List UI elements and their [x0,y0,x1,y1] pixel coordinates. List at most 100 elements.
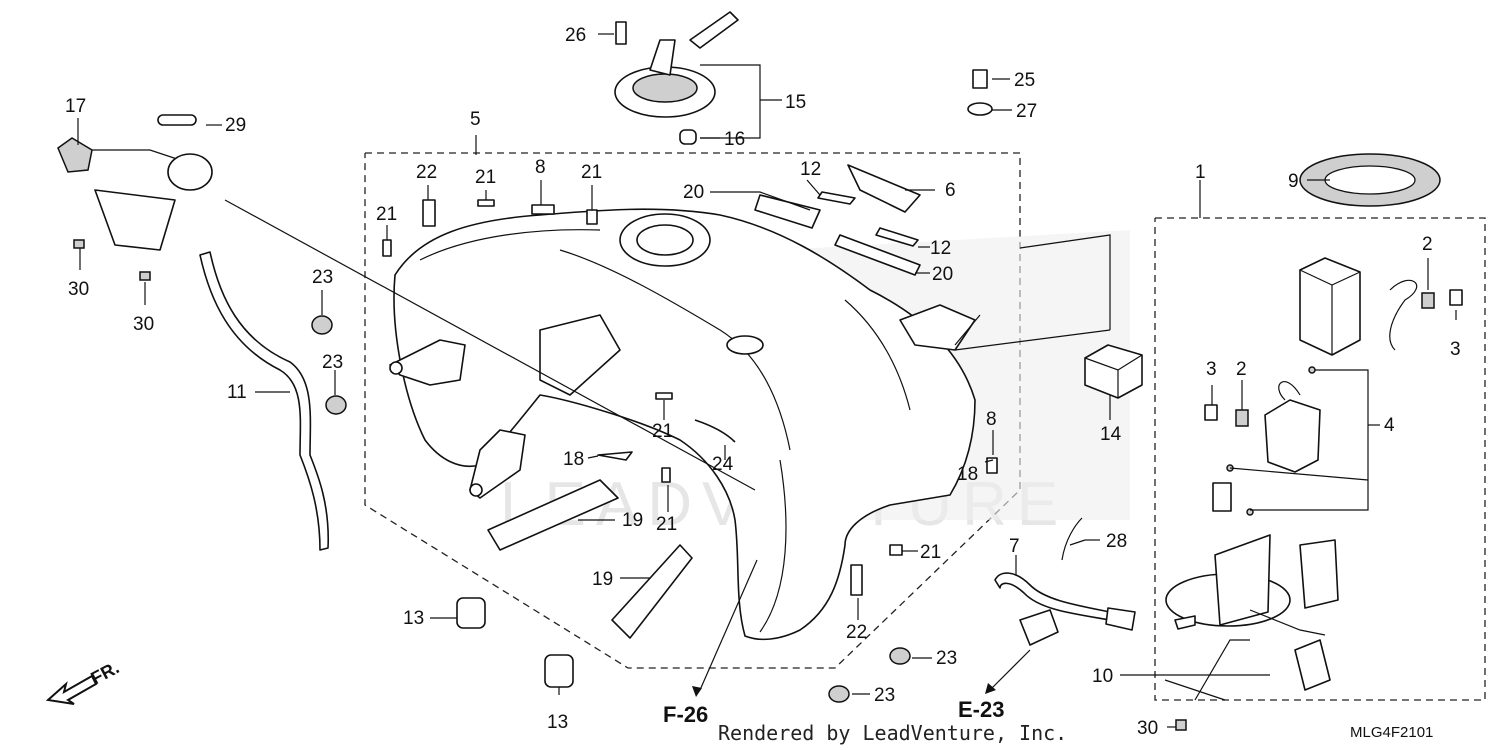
pump-cover [1299,539,1339,609]
callout-1: 1 [1195,162,1206,183]
bolt-3a [1449,289,1463,306]
front-direction-arrow: FR. [45,657,122,705]
callout-3: 3 [1450,339,1461,360]
callout-numbers: 1 2 2 3 3 4 5 6 7 8 8 9 10 11 12 12 13 1… [65,25,1461,739]
callout-7: 7 [1009,536,1020,557]
pump-assembly-box [1154,217,1486,701]
callout-23: 23 [936,648,957,669]
grommet-b [325,395,347,415]
reference-f26: F-26 [663,702,708,727]
cushion-strip-8b [986,457,998,474]
callout-22: 22 [846,622,867,643]
nut-left-b [139,271,151,281]
tank-mount-rubber-a [456,597,486,629]
o-ring [157,114,197,126]
callout-21: 21 [656,514,677,535]
callout-13: 13 [547,712,568,733]
callout-19: 19 [622,510,643,531]
grommet-c [889,647,911,665]
callout-21: 21 [581,162,602,183]
tank-pad-a [487,479,619,551]
diagram-code: MLG4F2101 [1350,724,1433,741]
callout-5: 5 [470,109,481,130]
callout-30: 30 [1137,718,1158,739]
callout-2: 2 [1236,359,1247,380]
callout-20: 20 [932,264,953,285]
cushion-strip-22b [850,564,863,596]
callout-23: 23 [874,685,895,706]
callout-20: 20 [683,182,704,203]
callout-8: 8 [535,157,546,178]
pump-wire-a [1389,279,1418,351]
arrow-f26 [692,686,702,697]
guard-12a [817,191,856,205]
callout-25: 25 [1014,70,1035,91]
guard-20b [834,234,921,276]
cushion-strip-21c [382,239,392,257]
callout-23: 23 [312,267,333,288]
clip-28 [1061,517,1086,561]
callout-17: 17 [65,96,86,117]
callout-21: 21 [475,167,496,188]
callout-2: 2 [1422,234,1433,255]
callout-12: 12 [800,159,821,180]
reference-e23: E-23 [958,697,1004,722]
cushion-strip-8a [531,204,555,215]
fuel-level-sender [57,137,213,251]
callout-29: 29 [225,115,246,136]
breather-hose [199,251,329,551]
fuel-pump-motor [1264,399,1321,473]
tank-bracket-lower [469,429,526,499]
cushion-strip-21e [661,467,671,483]
fuel-tank [393,208,976,641]
callout-22: 22 [416,162,437,183]
cushion-strip-21f [889,544,903,556]
cap-bolt [615,21,627,45]
pump-filter [1299,257,1361,356]
callout-23: 23 [322,352,343,373]
callout-9: 9 [1288,171,1299,192]
callout-19: 19 [592,569,613,590]
callout-21: 21 [920,542,941,563]
callout-30: 30 [133,314,154,335]
callout-14: 14 [1100,424,1122,445]
callout-18: 18 [957,464,978,485]
callout-21: 21 [652,421,673,442]
tank-pad-b [611,544,693,639]
cushion-strip-21b [586,209,598,225]
callout-24: 24 [712,454,734,475]
callout-4: 4 [1384,415,1395,436]
connector-2a [1421,292,1435,309]
connector-2b [1235,409,1249,427]
arrow-e23 [985,683,996,694]
callout-26: 26 [565,25,586,46]
callout-15: 15 [785,92,806,113]
callout-16: 16 [724,129,745,150]
nut-left-a [73,239,85,249]
connector-14 [1084,344,1143,399]
callout-10: 10 [1092,666,1113,687]
tank-assembly-box [364,152,1021,669]
nut-30c [1175,719,1187,731]
clip-18a [597,451,633,461]
pump-check-valve [1212,482,1232,512]
bolt [972,69,988,89]
callout-8: 8 [986,409,997,430]
callout-21: 21 [376,204,397,225]
callout-12: 12 [930,238,951,259]
callout-6: 6 [945,180,956,201]
bolt-3b [1204,404,1218,421]
callout-27: 27 [1016,101,1037,122]
grommet-d [828,685,850,703]
guard-20a [754,194,821,229]
tank-bracket-upper [389,339,466,386]
guard-12b [875,227,919,247]
cap-drain-plug [679,129,697,145]
callout-11: 11 [227,382,247,403]
cushion-strip-22a [422,199,436,227]
callout-30: 30 [68,279,89,300]
fuel-feed-hose [994,572,1111,621]
callout-18: 18 [563,449,584,470]
tank-mount-rubber-b [544,654,574,688]
